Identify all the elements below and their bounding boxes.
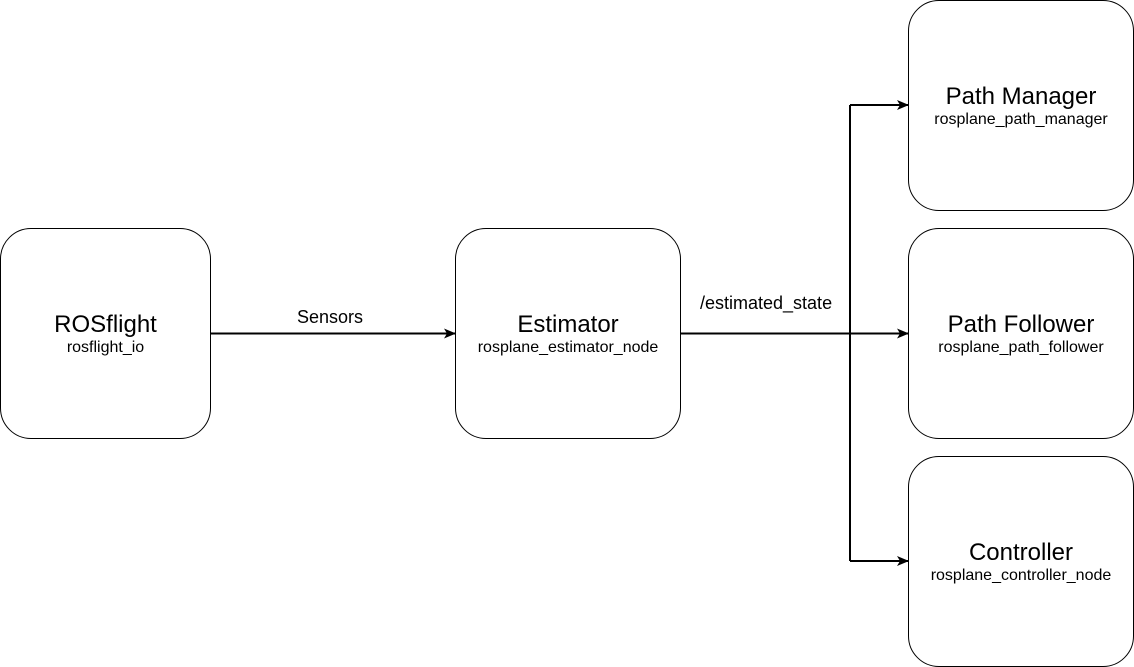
estimated-state-edge-label: /estimated_state <box>700 293 833 313</box>
estimator-subtitle: rosplane_estimator_node <box>477 338 659 356</box>
controller-node: Controller rosplane_controller_node <box>908 456 1134 667</box>
sensors-edge-label: Sensors <box>297 307 364 327</box>
estimator-title: Estimator <box>517 310 619 338</box>
path-follower-node: Path Follower rosplane_path_follower <box>908 228 1134 439</box>
controller-subtitle: rosplane_controller_node <box>930 566 1112 584</box>
estimator-node: Estimator rosplane_estimator_node <box>455 228 681 439</box>
rosflight-subtitle: rosflight_io <box>66 338 145 356</box>
controller-title: Controller <box>968 538 1074 566</box>
path-follower-title: Path Follower <box>947 310 1095 338</box>
rosflight-title: ROSflight <box>54 310 157 338</box>
rosflight-node: ROSflight rosflight_io <box>0 228 211 439</box>
path-manager-title: Path Manager <box>945 82 1097 110</box>
path-manager-node: Path Manager rosplane_path_manager <box>908 0 1134 211</box>
path-follower-subtitle: rosplane_path_follower <box>938 338 1104 356</box>
path-manager-subtitle: rosplane_path_manager <box>934 110 1108 128</box>
